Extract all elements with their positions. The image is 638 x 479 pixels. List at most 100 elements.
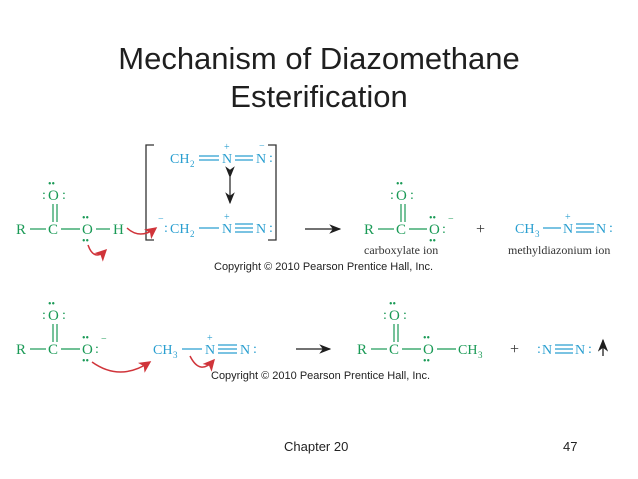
acid-hydroxyl-o-atom: O <box>82 222 93 238</box>
methyldiazonium-ion-label: methyldiazonium ion <box>508 243 610 257</box>
electrophile-n1-atom: N <box>205 343 215 358</box>
nucleophile-r-atom: R <box>16 342 26 358</box>
nucleophile-carbonyl-o-lone-pair-left: : <box>42 308 46 323</box>
nucleophilic-attack-arrow-icon <box>91 361 152 373</box>
carboxylate-o-lone-pair-bottom: •• <box>429 236 436 247</box>
form-b-n1-atom: N <box>222 222 232 237</box>
ester-r-atom: R <box>357 342 367 358</box>
nucleophile-carbonyl-o-lone-pair-right: : <box>62 308 66 323</box>
carboxylate-r-atom: R <box>364 222 374 238</box>
plus-sign-2: + <box>510 341 519 358</box>
carboxylate-o-atom: O <box>429 222 440 238</box>
slide-title-line-2: Esterification <box>230 79 408 114</box>
form-a-n2-minus-charge: − <box>259 141 265 152</box>
carboxylate-carbonyl-o-lone-pair-top: •• <box>396 179 403 190</box>
methyldiazonium-ion: CH 3 N + N : <box>515 212 613 239</box>
step-1: R C O •• : : O •• •• H CH 2 N <box>16 141 613 262</box>
ester-carbonyl-o-lone-pair-right: : <box>403 308 407 323</box>
ester-carbonyl-o-lone-pair-left: : <box>383 308 387 323</box>
diazomethane-form-a: CH 2 N + N − : <box>170 141 273 169</box>
nucleophile-carbonyl-o-lone-pair-top: •• <box>48 299 55 310</box>
electrophile-ch-group: CH <box>153 343 172 358</box>
acid-carbonyl-o-lone-pair-left: : <box>42 188 46 203</box>
ester-ch-group: CH <box>458 343 477 358</box>
carboxylate-ion: R C O •• : : O •• •• : − <box>364 179 454 247</box>
carboxylate-carbonyl-o-atom: O <box>396 188 407 204</box>
acid-carbonyl-o-atom: O <box>48 188 59 204</box>
form-b-n2-atom: N <box>256 222 266 237</box>
n2-atom-1: N <box>542 343 552 358</box>
form-a-n1-plus-charge: + <box>224 142 230 153</box>
carboxylate-o-lone-pair-top: •• <box>429 213 436 224</box>
form-b-n2-lone-pair: : <box>269 221 273 236</box>
carboxylate-nucleophile: R C O •• : : O •• •• : − <box>16 299 107 367</box>
electrophile-plus-charge: + <box>207 333 213 344</box>
ester-carbonyl-o-lone-pair-top: •• <box>389 299 396 310</box>
methyldiazonium-subscript-3: 3 <box>535 229 540 239</box>
electrophile-n2-atom: N <box>240 343 250 358</box>
methyldiazonium-n1-atom: N <box>563 222 573 237</box>
nucleophile-o-lone-pair-top: •• <box>82 333 89 344</box>
nucleophile-c-atom: C <box>48 342 58 358</box>
ester-subscript-3: 3 <box>478 350 483 360</box>
carboxylic-acid: R C O •• : : O •• •• H <box>16 179 124 247</box>
n2-atom-2: N <box>575 343 585 358</box>
acid-curved-arrow-icon <box>87 244 108 262</box>
slide-title: Mechanism of Diazomethane Esterification <box>0 40 638 116</box>
copyright-notice-2: Copyright © 2010 Pearson Prentice Hall, … <box>211 370 431 382</box>
step-2: R C O •• : : O •• •• : − CH 3 N + <box>16 299 609 373</box>
ester-o-atom: O <box>423 342 434 358</box>
carboxylate-carbonyl-o-lone-pair-right: : <box>410 188 414 203</box>
nitrogen-gas: : N N : <box>537 342 592 358</box>
carboxylate-ion-label: carboxylate ion <box>364 243 438 257</box>
methyldiazonium-n2-atom: N <box>596 222 606 237</box>
footer-chapter: Chapter 20 <box>284 439 349 454</box>
form-b-minus-charge: − <box>158 214 164 225</box>
methyldiazonium-n2-lone-pair: : <box>609 221 613 236</box>
footer-page-number: 47 <box>563 439 578 454</box>
acid-carbonyl-o-lone-pair-right: : <box>62 188 66 203</box>
nucleophile-carbonyl-o-atom: O <box>48 308 59 324</box>
carboxylate-minus-charge: − <box>448 214 454 225</box>
methyldiazonium-electrophile: CH 3 N + N : <box>153 333 257 360</box>
acid-c-atom: C <box>48 222 58 238</box>
diazomethane-form-b: − : CH 2 N + N : <box>158 212 273 239</box>
ester-o-lone-pair-top: •• <box>423 333 430 344</box>
electrophile-subscript-3: 3 <box>173 350 178 360</box>
acid-carbonyl-o-lone-pair-top: •• <box>48 179 55 190</box>
form-b-subscript-2: 2 <box>190 229 195 239</box>
nucleophile-o-lone-pair-bottom: •• <box>82 356 89 367</box>
leaving-group-arrow-icon <box>189 355 215 372</box>
acid-h-atom: H <box>113 222 124 238</box>
ester-c-atom: C <box>389 342 399 358</box>
form-a-n2-lone-pair: : <box>269 151 273 166</box>
form-a-n2-atom: N <box>256 152 266 167</box>
methyldiazonium-ch-group: CH <box>515 222 534 237</box>
electrophile-n2-lone-pair: : <box>253 342 257 357</box>
form-b-carbanion-lone-pair: : <box>164 221 168 236</box>
slide-title-line-1: Mechanism of Diazomethane <box>118 41 520 76</box>
form-b-n1-plus-charge: + <box>224 212 230 223</box>
nucleophile-o-lone-pair-right: : <box>95 342 99 357</box>
nucleophile-o-atom: O <box>82 342 93 358</box>
n2-left-lone-pair: : <box>537 342 541 357</box>
acid-hydroxyl-o-lone-pair-bottom: •• <box>82 236 89 247</box>
methyldiazonium-plus-charge: + <box>565 212 571 223</box>
methyl-ester: R C O •• : : O •• •• CH 3 <box>357 299 483 367</box>
carboxylate-c-atom: C <box>396 222 406 238</box>
form-a-n1-atom: N <box>222 152 232 167</box>
plus-sign-1: + <box>476 221 485 238</box>
n2-right-lone-pair: : <box>588 342 592 357</box>
resonance-bracket-left <box>145 144 154 241</box>
form-a-subscript-2: 2 <box>190 159 195 169</box>
ester-carbonyl-o-atom: O <box>389 308 400 324</box>
proton-transfer-arrow-icon <box>126 227 158 240</box>
carboxylate-carbonyl-o-lone-pair-left: : <box>390 188 394 203</box>
form-b-ch-group: CH <box>170 222 189 237</box>
nucleophile-minus-charge: − <box>101 334 107 345</box>
acid-hydroxyl-o-lone-pair-top: •• <box>82 213 89 224</box>
acid-r-atom: R <box>16 222 26 238</box>
carboxylate-o-lone-pair-right: : <box>442 222 446 237</box>
form-a-ch-group: CH <box>170 152 189 167</box>
